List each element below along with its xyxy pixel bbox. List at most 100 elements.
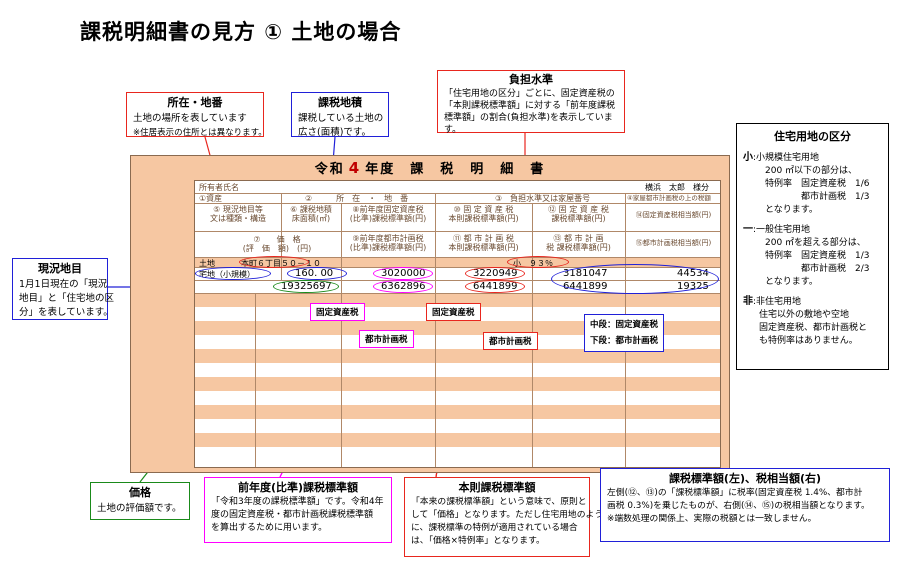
- callout-shozai-line: ※住居表示の住所とは異なります。: [133, 128, 267, 138]
- band: [195, 377, 720, 391]
- side-panel-small-line: 200 ㎡以下の部分は、: [765, 166, 858, 176]
- callout-kakaku: 価格 土地の評価額です。: [90, 482, 190, 520]
- side-panel-non-line: も特例率はありません。: [759, 336, 858, 346]
- header-chimoku: ⑤ 現況地目等 文は種類・構造: [210, 205, 266, 223]
- grid-line: [195, 193, 720, 194]
- callout-honsoku-line: に、課税標準の特例が適用されている場合: [411, 523, 578, 533]
- grid-line: [195, 203, 720, 204]
- side-panel-small-line: 特例率 固定資産税 1/6: [765, 179, 870, 189]
- grid-line: [255, 293, 256, 467]
- sheet-grid: 所有者氏名 横浜 太郎 様分 ①資産 ② 所 在 ・ 地 番 ③ 負担水準又は家…: [194, 180, 721, 468]
- side-panel-non-line: :非住宅用地: [753, 297, 802, 307]
- side-panel-general-line: :一般住宅用地: [753, 225, 811, 235]
- callout-chiseki-heading: 課税地積: [318, 96, 362, 109]
- grid-line: [195, 280, 720, 281]
- side-panel-heading: 住宅用地の区分: [774, 130, 851, 143]
- tag-chudan: 中段：固定資産税: [590, 320, 659, 330]
- side-panel-non-label: 非: [743, 296, 753, 307]
- callout-genkyo-line: 1月1日現在の「現況: [19, 279, 108, 290]
- grid-line: [195, 267, 720, 268]
- tag-gedan: 下段：都市計画税: [590, 336, 659, 346]
- header-zei-kotei: ⑭固定資産税相当額(円): [635, 211, 712, 219]
- header-address: ② 所 在 ・ 地 番: [305, 194, 409, 203]
- grid-line: [625, 293, 626, 467]
- highlight-hon-kotei: [465, 267, 525, 280]
- band: [195, 433, 720, 447]
- grid-line: [341, 293, 342, 467]
- callout-genkyo: 現況地目 1月1日現在の「現況 地目」と「住宅地の区 分」を表しています。: [12, 258, 115, 320]
- callout-futan-line: す。: [444, 125, 462, 135]
- header-hon-toshi: ⑪ 都 市 計 画 税 本則課税標準額(円): [448, 234, 519, 252]
- callout-zennendo-line: 「令和3年度の課税標準額」です。令和4年: [211, 497, 384, 507]
- callout-kazei-line: ※端数処理の関係上、実際の税額とは一致しません。: [607, 514, 817, 524]
- callout-kazei: 課税標準額(左)、税相当額(右) 左側(⑫、⑬)の「課税標準額」に税率(固定資産…: [600, 468, 890, 542]
- side-panel-general-line: 都市計画税 2/3: [765, 264, 870, 274]
- side-panel-small-line: 都市計画税 1/3: [765, 192, 870, 202]
- owner-label: 所有者氏名: [199, 183, 239, 192]
- band: [195, 257, 720, 267]
- side-panel-general-line: となります。: [765, 277, 818, 287]
- side-panel-residential-land: 住宅用地の区分 小:小規模住宅用地 200 ㎡以下の部分は、 特例率 固定資産税…: [736, 123, 889, 370]
- header-kazei-toshi: ⑬ 都 市 計 画 税 課税標準額(円): [546, 234, 611, 252]
- header-futan: ③ 負担水準又は家屋番号: [495, 194, 591, 203]
- callout-chiseki: 課税地積 課税している土地の 広さ(面積)です。: [291, 92, 389, 138]
- side-panel-small-label: 小: [743, 152, 753, 163]
- header-asset: ①資産: [199, 194, 223, 203]
- callout-futan-line: 「住宅用地の区分」ごとに、固定資産税の: [444, 89, 615, 99]
- side-panel-general: 一:一般住宅用地 200 ㎡を超える部分は、 特例率 固定資産税 1/3 都市計…: [743, 223, 882, 289]
- tag-toshi-1: 都市計画税: [359, 330, 414, 348]
- highlight-zen-toshi: [373, 280, 433, 293]
- side-panel-general-line: 200 ㎡を超える部分は、: [765, 238, 866, 248]
- owner-name: 横浜 太郎 様分: [645, 183, 709, 192]
- header-kaoku: ④家屋都市計画税の上の税額: [627, 194, 711, 202]
- highlight-chiseki: [287, 267, 347, 280]
- grid-line: [532, 203, 533, 293]
- callout-futan: 負担水準 「住宅用地の区分」ごとに、固定資産税の 「本則課税標準額」に対する「前…: [437, 70, 625, 135]
- header-zen-kotei: ⑧前年度固定資産税 (比準)課税標準額(円): [349, 205, 427, 223]
- highlight-chimoku: [195, 267, 271, 280]
- grid-line: [532, 293, 533, 467]
- side-panel-non-line: 固定資産税、都市計画税と: [759, 323, 868, 333]
- side-panel-small: 小:小規模住宅用地 200 ㎡以下の部分は、 特例率 固定資産税 1/6 都市計…: [743, 151, 882, 217]
- highlight-futan: [507, 256, 569, 268]
- grid-line: [435, 293, 436, 467]
- callout-kazei-line: 左側(⑫、⑬)の「課税標準額」に税率(固定資産税 1.4%、都市計: [607, 488, 863, 498]
- callout-zennendo-line: を算出するために用います。: [211, 523, 328, 533]
- callout-genkyo-line: 地目」と「住宅地の区: [19, 293, 115, 304]
- grid-line: [195, 231, 720, 232]
- callout-zennendo: 前年度(比準)課税標準額 「令和3年度の課税標準額」です。令和4年 度の固定資産…: [204, 477, 392, 543]
- highlight-kakaku: [273, 280, 339, 293]
- callout-genkyo-heading: 現況地目: [38, 262, 82, 275]
- tag-chudan-gedan: 中段：固定資産税 下段：都市計画税: [584, 314, 665, 352]
- side-panel-general-line: 特例率 固定資産税 1/3: [765, 251, 870, 261]
- highlight-hon-toshi: [465, 280, 525, 293]
- highlight-zen-kotei: [373, 267, 433, 280]
- grid-line: [281, 193, 282, 281]
- callout-kazei-heading: 課税標準額(左)、税相当額(右): [668, 472, 822, 485]
- callout-genkyo-line: 分」を表しています。: [19, 307, 113, 318]
- callout-futan-line: 「本則課税標準額」に対する「前年度課税: [444, 101, 616, 111]
- callout-zennendo-line: 度の固定資産税・都市計画税課税標準額: [211, 510, 374, 520]
- header-kazei-kotei: ⑫ 固 定 資 産 税 課税標準額(円): [548, 205, 609, 223]
- callout-futan-line: 標準額」の割合(負担水準)を表示していま: [444, 113, 613, 123]
- tag-kotei-1: 固定資産税: [310, 303, 365, 321]
- callout-honsoku: 本則課税標準額 「本来の課税標準額」という意味で、原則と して「価格」となります…: [404, 477, 603, 557]
- band: [195, 349, 720, 363]
- side-panel-non-line: 住宅以外の敷地や空地: [759, 310, 850, 320]
- cell-asset: 土地: [199, 259, 215, 268]
- highlight-kazei: [551, 264, 719, 294]
- side-panel-non: 非:非住宅用地 住宅以外の敷地や空地 固定資産税、都市計画税と も特例率はありま…: [743, 295, 882, 348]
- side-panel-general-label: 一: [743, 224, 753, 235]
- header-kakaku: ⑦ 価 格 (評 価 額) (円): [242, 235, 312, 253]
- grid-line: [625, 193, 626, 293]
- callout-kakaku-line: 土地の評価額です。: [97, 503, 182, 514]
- callout-futan-heading: 負担水準: [509, 73, 553, 86]
- callout-chiseki-line: 広さ(面積)です。: [298, 127, 371, 138]
- header-chiseki: ⑥ 課税地積 床面積(㎡): [290, 205, 332, 223]
- grid-line: [195, 257, 720, 258]
- highlight-address: [239, 256, 309, 268]
- callout-honsoku-line: 「本来の課税標準額」という意味で、原則と: [411, 497, 587, 507]
